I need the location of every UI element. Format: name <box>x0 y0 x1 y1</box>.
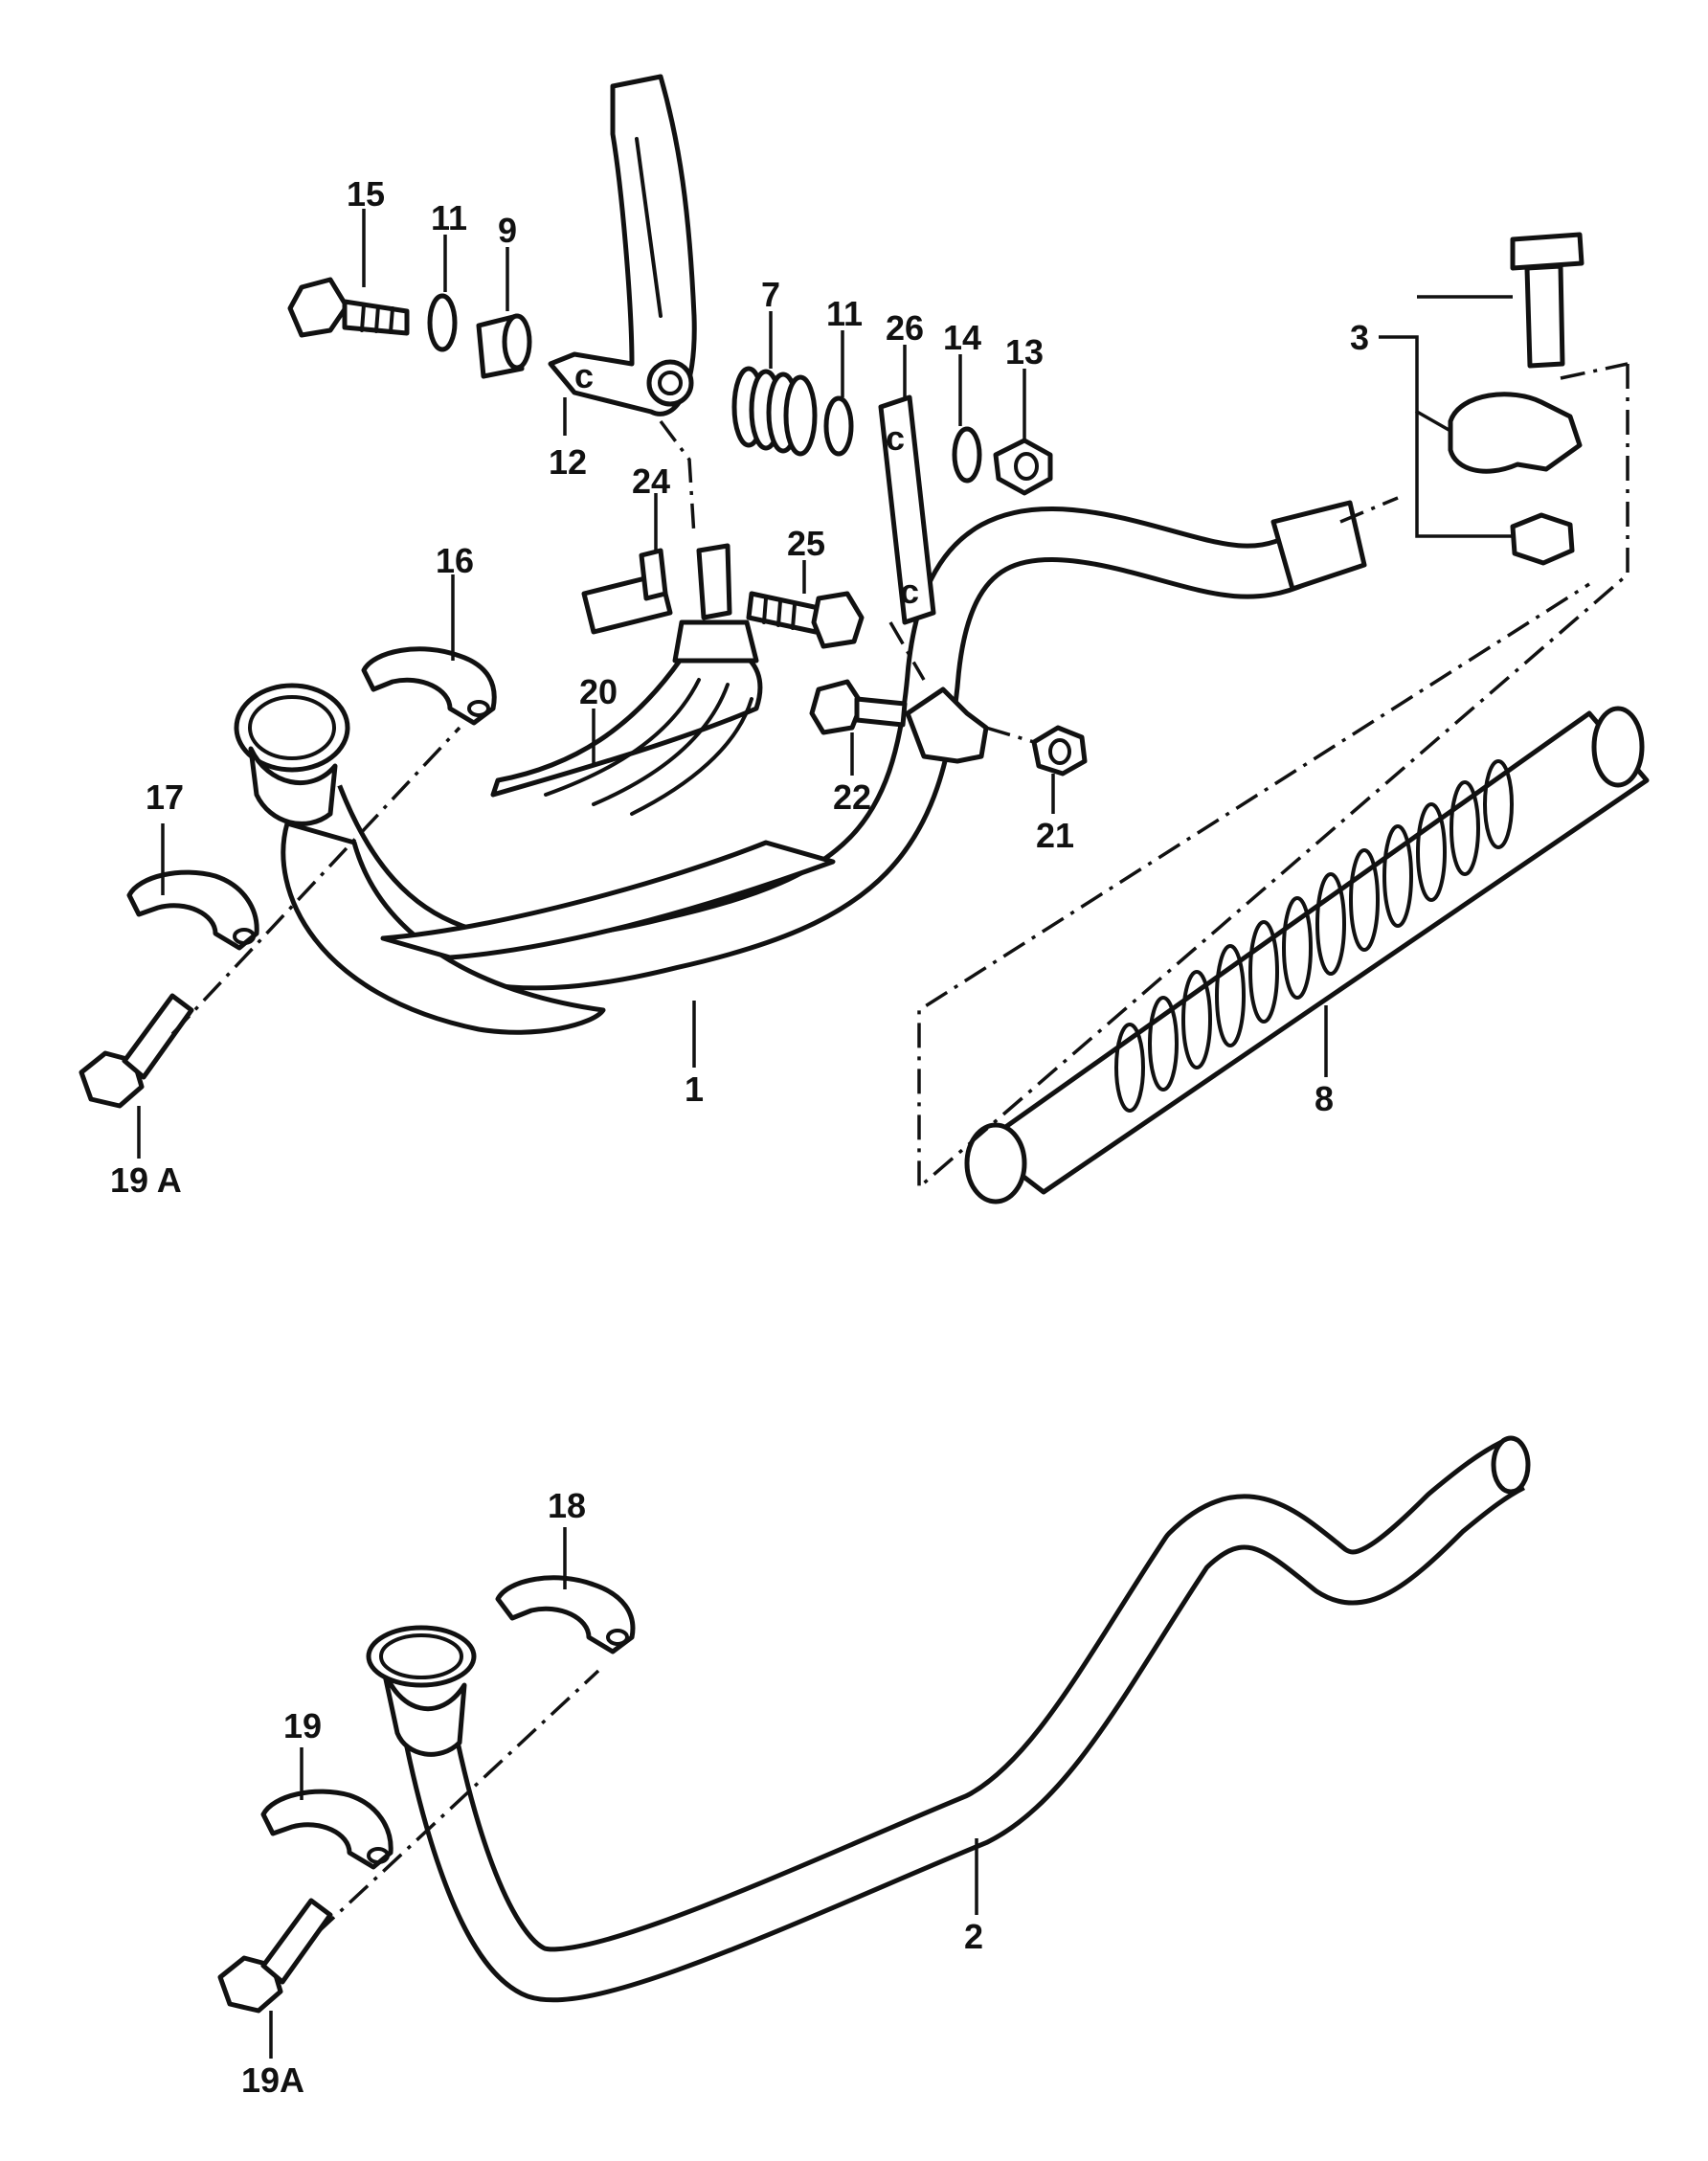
callout-16: 16 <box>436 541 474 580</box>
bolt-part-19a-top <box>79 993 194 1109</box>
callout-1: 1 <box>685 1069 704 1109</box>
clamp-part-3 <box>1448 232 1584 566</box>
assembly-lines-bottom <box>314 1669 600 1936</box>
callout-13: 13 <box>1005 332 1044 371</box>
callout-7: 7 <box>761 275 780 314</box>
rear-silencer-part-8 <box>964 706 1650 1204</box>
callout-26: 26 <box>886 308 924 348</box>
bushing-part-9 <box>476 313 532 379</box>
washer-part-14 <box>952 426 982 484</box>
bolt-part-19a-bottom <box>217 1898 333 2014</box>
assembly-lines-top <box>170 362 1629 1191</box>
front-pipe-part-1 <box>234 500 1367 1035</box>
callout-25: 25 <box>787 524 825 563</box>
nut-part-13 <box>993 438 1053 496</box>
callout-22: 22 <box>833 777 871 817</box>
bracket-part-24 <box>581 543 732 635</box>
clamp-part-19 <box>260 1789 393 1870</box>
callout-12: 12 <box>549 442 587 482</box>
washer-part-11-left <box>427 293 458 352</box>
callout-11-left: 11 <box>431 198 467 237</box>
spring-part-7 <box>731 366 818 457</box>
callout-14: 14 <box>943 318 981 357</box>
callout-15: 15 <box>347 174 385 214</box>
bolt-part-15 <box>287 277 410 338</box>
callout-19a-top: 19 A <box>110 1160 182 1200</box>
callout-8: 8 <box>1315 1079 1334 1118</box>
callout-24: 24 <box>632 461 670 501</box>
callout-17: 17 <box>146 777 184 817</box>
callout-21: 21 <box>1036 816 1074 855</box>
callout-3: 3 <box>1350 318 1369 357</box>
bracket-part-12: c <box>548 74 697 416</box>
pipe-clamp-joint <box>905 687 989 764</box>
strap-c-mark-bottom: c <box>900 572 919 611</box>
strap-c-mark-top: c <box>886 418 905 458</box>
callout-19: 19 <box>283 1706 322 1745</box>
clamp-part-16 <box>361 646 497 726</box>
strap-part-26: c c <box>878 394 936 625</box>
leader-lines <box>137 209 1513 2059</box>
heat-shield-part-20 <box>490 619 763 816</box>
bracket-c-mark: c <box>574 356 594 395</box>
callout-9: 9 <box>498 211 517 250</box>
callout-2: 2 <box>964 1917 983 1956</box>
nut-part-21 <box>1031 725 1088 777</box>
washer-part-11-right <box>823 395 854 457</box>
callout-20: 20 <box>579 672 618 711</box>
callout-labels: 15 11 9 12 24 25 7 11 26 14 13 3 16 20 2… <box>110 174 1369 2100</box>
front-pipe-part-2 <box>366 1435 1531 2003</box>
callout-19a-bottom: 19A <box>241 2060 304 2100</box>
callout-11-right: 11 <box>826 294 863 333</box>
bolt-part-25 <box>746 591 865 649</box>
clamp-part-17 <box>126 869 259 951</box>
bolt-part-22 <box>809 679 908 735</box>
clamp-part-18 <box>495 1575 636 1655</box>
callout-18: 18 <box>548 1486 586 1525</box>
